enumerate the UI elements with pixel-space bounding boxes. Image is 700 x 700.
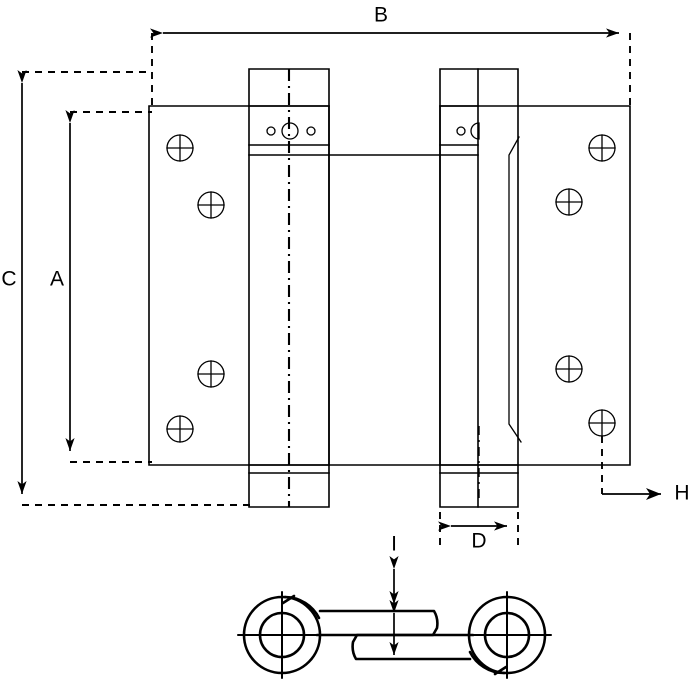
screw-head (197, 360, 225, 388)
screw-head (197, 191, 225, 219)
plan-right-tail-edge (493, 665, 508, 676)
dimension-c: C (1, 70, 250, 506)
plan-left-knuckle (237, 591, 327, 679)
dimension-b: B (150, 4, 631, 108)
dimension-a: A (50, 110, 152, 463)
dim-label-i: I (391, 533, 397, 556)
plan-lower-leaf (351, 633, 475, 661)
pin-hole-small-right (306, 126, 316, 136)
screw-head (555, 188, 583, 216)
pin-hole-large-left (281, 122, 299, 140)
pin-hole-large-right (470, 122, 480, 140)
plan-right-tail-outer (468, 650, 506, 675)
dimension-d: D (438, 512, 519, 553)
main-elevation-view (148, 68, 631, 508)
plan-left-tail-outer (283, 595, 321, 620)
dimension-i: I (389, 533, 399, 655)
screw-head (166, 415, 194, 443)
dim-label-b: B (374, 4, 388, 27)
plan-left-tail-edge (281, 594, 296, 605)
dim-label-h: H (674, 482, 689, 505)
plan-right-knuckle (462, 591, 552, 679)
screw-head (588, 134, 616, 162)
dim-label-d: D (471, 530, 486, 553)
screw-head (555, 355, 583, 383)
spring-housing-fold-line (508, 136, 522, 443)
dim-label-c: C (1, 268, 16, 291)
left-barrel (248, 68, 330, 508)
dim-label-a: A (50, 268, 64, 291)
screw-head (166, 134, 194, 162)
pin-hole-small-left-2 (456, 126, 466, 136)
dimension-h: H (601, 436, 690, 505)
plan-upper-leaf (315, 609, 439, 637)
screw-group-left (166, 134, 225, 443)
pin-hole-small-left (266, 126, 276, 136)
right-barrel (439, 68, 519, 508)
screw-head (588, 409, 616, 437)
screw-group-right (555, 134, 616, 437)
